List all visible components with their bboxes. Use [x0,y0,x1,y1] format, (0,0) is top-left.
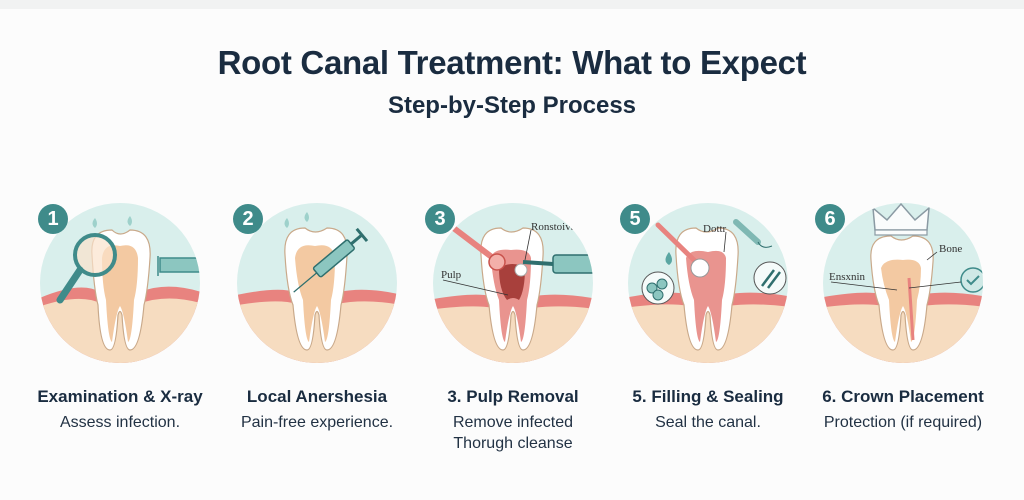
step-description: Remove infected Thorugh cleanse [413,412,613,454]
label-ensxnin: Ensxnin [829,271,866,283]
files-icon [753,261,787,295]
drop-icon [284,218,289,228]
drill-icon [514,254,593,277]
step-description: Seal the canal. [608,412,808,433]
label-removal: Ronstoival [531,221,579,233]
step-number-badge: 6 [815,204,845,234]
step-title: Examination & X-ray [37,387,203,406]
label-dottr: Dottr [703,223,727,235]
drop-icon [665,252,672,265]
drop-icon [304,212,309,222]
bubbles-icon [641,271,675,305]
syringe-icon [293,227,369,293]
step-illustration: Dottr [628,203,788,363]
step-description-line: Seal the canal. [655,414,761,431]
step-description: Protection (if required) [803,412,1003,433]
page-subtitle: Step-by-Step Process [387,92,637,119]
step-description-line: Protection (if required) [823,414,983,431]
magnifier-icon [56,233,117,304]
dental-tool-icon [655,222,710,278]
checkmark-icon [960,267,983,293]
step-title: Local Anershesia [246,387,388,406]
step-title: 5. Filling & Sealing [632,387,784,406]
tooth-icon [870,235,934,351]
drop-icon [127,216,132,226]
step-description-line: Assess infection. [59,414,181,431]
step-number-badge: 1 [38,204,68,234]
label-bone: Bone [939,243,962,255]
step-number-badge: 2 [233,204,263,234]
crown-icon [872,203,930,236]
step-title: 6. Crown Placement [822,387,984,406]
step-description-line: Pain-free experience. [240,414,394,431]
xray-film-icon [157,256,200,276]
page-title: Root Canal Treatment: What to Expect [217,44,807,81]
step-illustration [237,203,397,363]
label-pulp: Pulp [441,269,462,281]
step-number-badge: 3 [425,204,455,234]
step-illustration: Bone Ensxnin [823,203,983,363]
step-description: Pain-free experience. [217,412,417,433]
step-title: 3. Pulp Removal [447,387,579,406]
step-description: Assess infection. [20,412,220,433]
step-illustration [40,203,200,363]
top-band [0,0,1024,9]
probe-icon [733,219,773,248]
step-description-line: Remove infected [452,414,574,431]
drop-icon [92,218,97,228]
step-number-badge: 5 [620,204,650,234]
step-illustration: Ronstoival Pulp [433,203,593,363]
step-description-line: Thorugh cleanse [453,435,573,452]
